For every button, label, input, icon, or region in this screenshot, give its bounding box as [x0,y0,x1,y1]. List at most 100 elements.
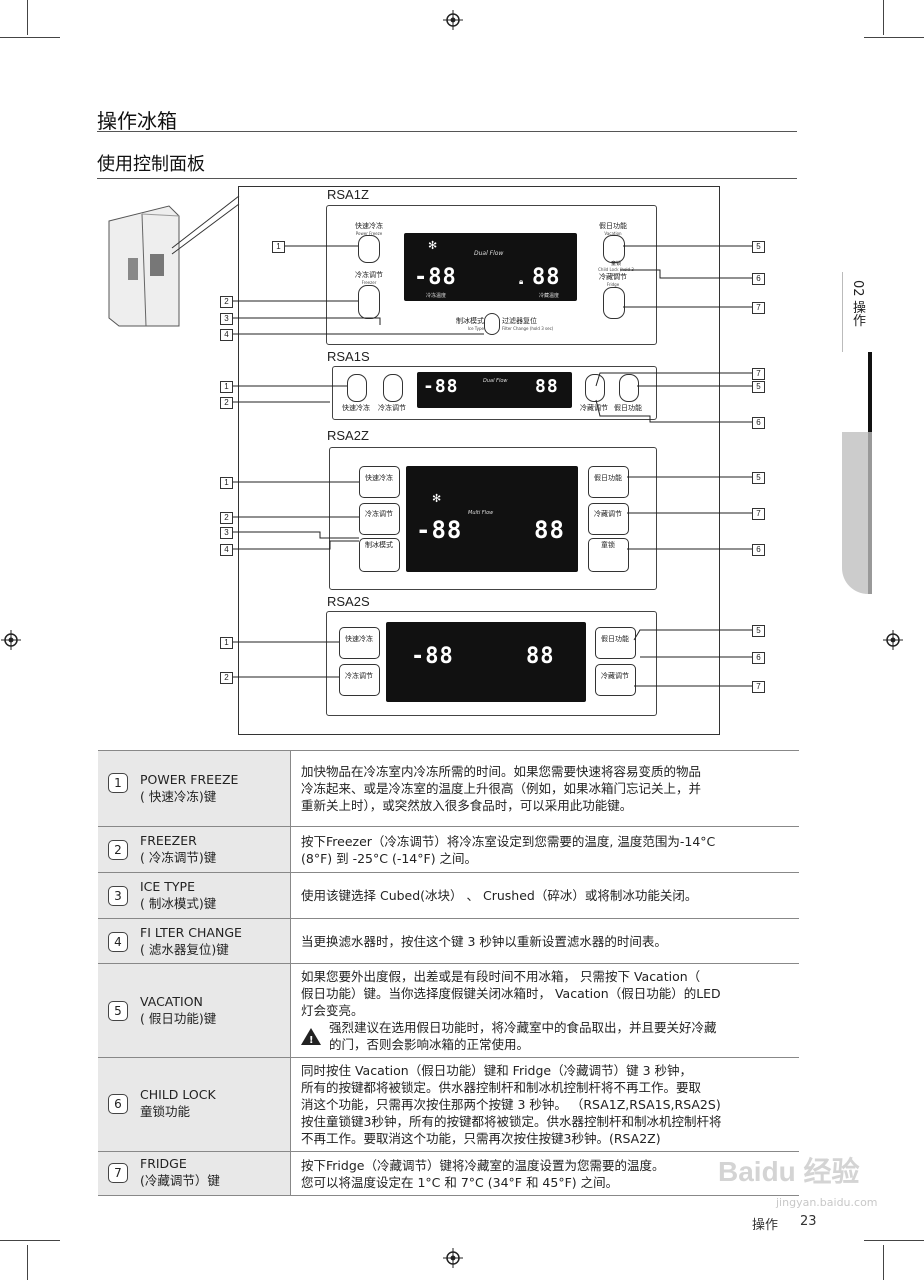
chapter-tab-label: 02 操作 [850,280,865,327]
key-name-cn: ( 滤水器复位)键 [140,942,229,957]
callout-1: 1 [272,241,285,253]
rsa1z-vacation-button[interactable] [603,235,625,263]
table-row: 4 FI LTER CHANGE ( 滤水器复位)键 当更换滤水器时，按住这个键 3… [98,918,799,964]
lock-icon: 🔒︎ [519,277,524,286]
rsa1z-lcd-freezer-temp: 冷冻温度 [426,293,447,299]
row-number: 3 [108,886,128,906]
rsa2z-display: -88 88 Multi Flow ✻ [406,466,578,572]
crop-mark [27,1245,28,1280]
description-line: 您可以将温度设定在 1°C 和 7°C (34°F 和 45°F) 之间。 [301,1174,619,1190]
subsection-title: 使用控制面板 [97,154,205,175]
description-line: 当更换滤水器时，按住这个键 3 秒钟以重新设置滤水器的时间表。 [301,933,667,949]
section-title: 操作冰箱 [97,109,177,133]
rsa2z-lcd-fridge: 88 [534,516,565,544]
rsa1s-lcd-freezer: -88 [423,376,459,397]
description-line: 重新关上时），或突然放入很多食品时，可以采用此功能键。 [301,798,633,813]
registration-mark-icon [443,1248,463,1268]
rsa2z-lcd-freezer: -88 [416,516,463,544]
rsa2z-freezer-button[interactable] [359,503,400,535]
callout-6: 6 [752,652,765,664]
rsa2z-fridge-button[interactable] [588,503,629,535]
rsa2s-power-freeze-button[interactable] [339,627,380,659]
watermark-logo: Baidu 经验 [718,1156,860,1187]
rsa1s-power-freeze-button[interactable] [347,374,367,402]
rsa1s-display: -88 88 Dual Flow [417,372,572,408]
row-number: 5 [108,1001,128,1021]
rsa2z-ice-type-label: 制冰模式 [365,541,393,549]
warning-icon: ! [301,1027,321,1046]
callout-2: 2 [220,296,233,308]
rsa2s-freezer-button[interactable] [339,664,380,696]
rsa2z-freezer-label: 冷冻调节 [365,510,393,518]
rsa2z-vacation-label: 假日功能 [594,474,622,482]
rsa1z-display: -88 88 Dual Flow 冷冻温度 冷藏温度 ✻ 🔒︎ [404,233,577,301]
description-line: 如果您要外出度假，出差或是有段时间不用冰箱， 只需按下 Vacation（ [301,969,701,984]
key-name-cn: 童锁功能 [140,1104,191,1119]
row-number: 4 [108,932,128,952]
crop-mark [864,1240,924,1241]
callout-3: 3 [220,527,233,539]
rsa2z-child-lock-button[interactable] [588,538,629,572]
callout-4: 4 [220,544,233,556]
crop-mark [0,1240,60,1241]
rsa2s-lcd-fridge: 88 [526,644,555,669]
rsa2s-vacation-button[interactable] [595,627,636,659]
rsa2z-ice-type-button[interactable] [359,538,400,572]
key-name-cn: ( 冷冻调节)键 [140,850,217,865]
row-number: 2 [108,840,128,860]
rsa1z-lcd-freezer: -88 [414,265,457,290]
registration-mark-icon [883,630,903,650]
rsa1s-lcd-fridge: 88 [535,376,559,397]
key-name-en: FI LTER CHANGE [140,925,242,940]
crop-mark [883,0,884,35]
rsa2z-vacation-button[interactable] [588,466,629,498]
callout-6: 6 [752,544,765,556]
rsa2s-fridge-button[interactable] [595,664,636,696]
callout-6: 6 [752,417,765,429]
key-name-cn: ( 假日功能)键 [140,1011,217,1026]
refrigerator-illustration [108,195,240,327]
description-line: (8°F) 到 -25°C (-14°F) 之间。 [301,850,478,866]
rsa1z-ice-filter-button[interactable] [484,313,500,335]
rsa2s-power-freeze-label: 快速冷冻 [345,635,373,643]
subsection-rule [97,178,797,179]
page-number: 23 [800,1214,817,1229]
rsa2z-power-freeze-button[interactable] [359,466,400,498]
rsa2z-child-lock-label: 童锁 [601,541,615,549]
description-line: 消这个功能，只需再次按住那两个按键 3 秒钟。 （RSA1Z,RSA1S,RSA… [301,1097,721,1112]
section-rule [97,131,797,132]
rsa2z-multi-flow: Multi Flow [468,510,494,516]
description-line: 按住童锁键3秒钟，所有的按键都将被锁定。供水器控制杆和制冰机控制杆将 [301,1114,722,1129]
callout-7: 7 [752,508,765,520]
rsa1s-fridge-button[interactable] [585,374,605,402]
key-name-en: FRIDGE [140,1156,187,1171]
rsa1s-freezer-button[interactable] [383,374,403,402]
callout-2: 2 [220,672,233,684]
callout-1: 1 [220,477,233,489]
callout-6: 6 [752,273,765,285]
rsa2s-lcd-freezer: -88 [411,644,454,669]
rsa1s-vacation-button[interactable] [619,374,639,402]
snowflake-icon: ✻ [428,239,438,252]
crop-mark [27,0,28,35]
description-line: 按下Fridge（冷藏调节）键将冷藏室的温度设置为您需要的温度。 [301,1157,665,1173]
rsa1z-lcd-fridge-temp: 冷藏温度 [539,293,560,299]
rsa2s-fridge-label: 冷藏调节 [601,672,629,680]
rsa1z-power-freeze-button[interactable] [358,235,380,263]
callout-4: 4 [220,329,233,341]
model-label-rsa2z: RSA2Z [327,428,369,443]
description-line: 灯会变亮。 [301,1003,364,1018]
callout-7: 7 [752,368,765,380]
rsa1z-fridge-button[interactable] [603,287,625,319]
callout-5: 5 [752,241,765,253]
